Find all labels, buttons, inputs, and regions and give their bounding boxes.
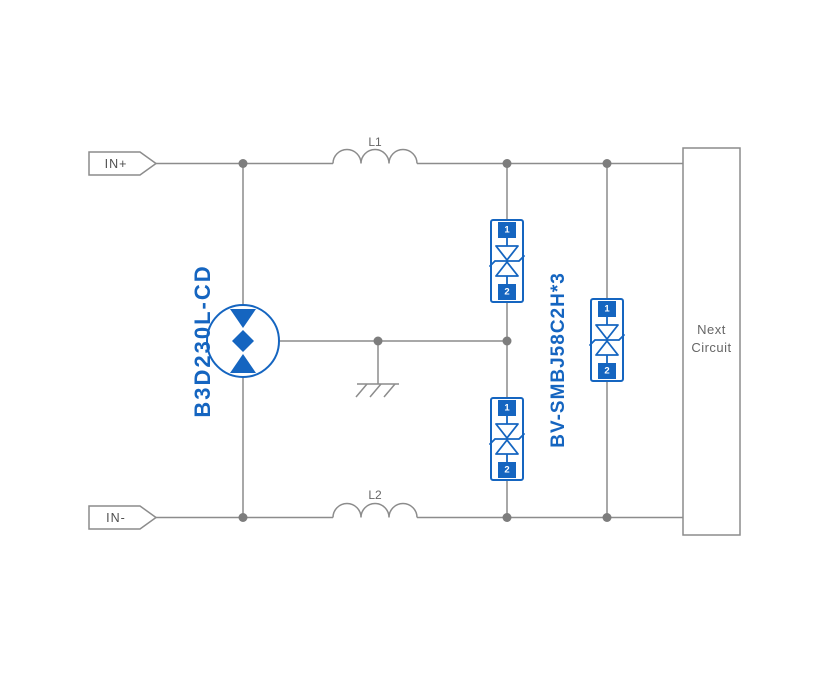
inductor-l2-label: L2: [368, 488, 382, 502]
gdt-center-diamond: [232, 330, 254, 352]
gdt-top-electrode-triangle: [230, 309, 256, 328]
tvs2-pin2-pad: [498, 462, 516, 478]
ground-hatches: [355, 383, 396, 398]
tvs1-pin2-number: 2: [504, 287, 509, 298]
inductor-l2-coil: [332, 502, 418, 518]
junction-dot: [602, 513, 612, 522]
tvs-diode-1: 1 2: [489, 219, 525, 303]
junction-dot: [238, 513, 248, 522]
junction-dot: [373, 336, 383, 346]
tvs2-pin1-number: 1: [504, 403, 510, 414]
in-plus-flag: [88, 151, 158, 176]
tvs1-crossbar: [489, 255, 525, 267]
in-plus-label: IN+: [105, 157, 128, 171]
tvs3-pin2-number: 2: [604, 366, 609, 377]
input-terminal-negative: IN-: [88, 505, 158, 530]
junction-dots: [238, 159, 612, 522]
inductor-l2: L2: [332, 488, 418, 518]
tvs2-top-triangle: [495, 423, 519, 439]
next-circuit-label-line2: Circuit: [691, 340, 731, 355]
tvs3-pin1-number: 1: [604, 304, 610, 315]
tvs2-crossbar: [489, 433, 525, 445]
inductor-l1-coil: [332, 148, 418, 164]
tvs2-pin2-number: 2: [504, 465, 509, 476]
input-terminal-positive: IN+: [88, 151, 158, 176]
in-minus-label: IN-: [106, 511, 126, 525]
tvs3-pin2-pad: [598, 363, 616, 379]
junction-dot: [238, 159, 248, 168]
inductor-l1-label: L1: [368, 135, 382, 149]
tvs3-top-triangle: [595, 324, 619, 340]
tvs3-crossbar: [589, 334, 625, 346]
junction-dot: [602, 159, 612, 168]
junction-dot: [502, 159, 512, 168]
tvs1-top-triangle: [495, 245, 519, 261]
gdt-bottom-electrode-triangle: [230, 354, 256, 373]
next-circuit-box: [682, 147, 741, 536]
tvs-part-number-label: BV-SMBJ58C2H*3: [548, 272, 569, 448]
tvs1-pin2-pad: [498, 284, 516, 300]
junction-dot: [502, 513, 512, 522]
tvs1-bottom-triangle: [495, 261, 519, 277]
inductor-l1: L1: [332, 135, 418, 164]
next-circuit-label-line1: Next: [697, 322, 726, 337]
tvs1-pin1-number: 1: [504, 225, 510, 236]
tvs-diode-3: 1 2: [589, 298, 625, 382]
tvs3-bottom-triangle: [595, 340, 619, 356]
tvs3-pin1-pad: [598, 301, 616, 317]
gdt-part-number-label: B3D230L-CD: [190, 264, 215, 417]
tvs-diode-2: 1 2: [489, 397, 525, 481]
tvs2-bottom-triangle: [495, 439, 519, 455]
gas-discharge-tube: B3D230L-CD: [190, 264, 280, 418]
wires: [156, 162, 683, 519]
tvs1-pin1-pad: [498, 222, 516, 238]
in-minus-flag: [88, 505, 158, 530]
next-circuit-block: Next Circuit: [682, 147, 741, 536]
junction-dot: [502, 336, 512, 346]
ground-symbol: [355, 383, 399, 398]
tvs2-pin1-pad: [498, 400, 516, 416]
